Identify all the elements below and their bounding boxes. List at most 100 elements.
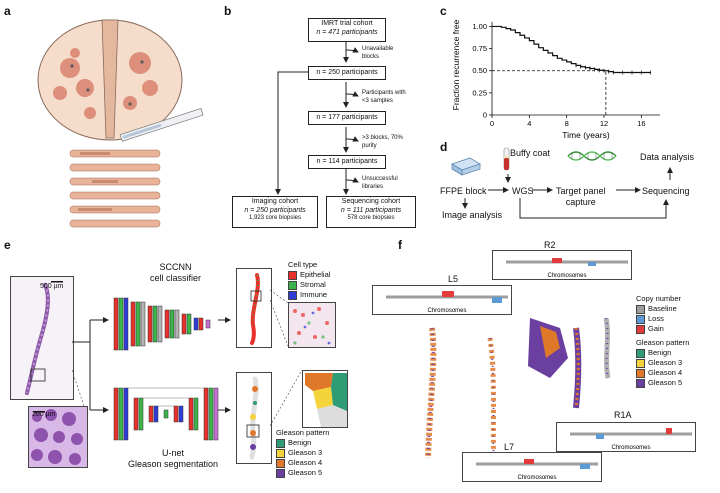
km-ytick-label: 1.00 [472,22,487,31]
cn-plot-r1a: Chromosomes [556,422,696,452]
sequencing-cohort-title: Sequencing cohort [341,198,401,205]
sccnn-architecture [113,297,211,351]
image-analysis-label: Image analysis [442,210,503,220]
legend-e-gleason5: Gleason 5 [276,468,329,478]
cell-type-legend: Cell type Epithelial Stromal Immune [288,260,330,300]
panel-label-a: a [4,4,11,18]
km-series-line [492,25,651,74]
exclusion-samples: Participants with<3 samples [362,90,406,104]
imaging-cohort-box: Imaging cohort n = 250 participants 1,92… [232,196,318,228]
region-r2-label: R2 [544,240,556,250]
gleason-legend-f-title: Gleason pattern [636,338,690,347]
zoomed-histology-image [28,406,88,468]
km-ytick-label: 0.50 [472,66,487,75]
legend-stromal: Stromal [288,280,330,290]
cn-l7-xlabel: Chromosomes [517,475,556,481]
cell-type-legend-title: Cell type [288,260,318,269]
scale-bar-200: 200 µm [32,411,56,418]
dna-helix-icon [567,151,617,161]
sccnn-zoom-lines [270,289,289,347]
km-xtick-label: 0 [490,119,494,128]
scale-bar-500: 500 µm [40,283,64,290]
imaging-cohort-biopsies: 1,923 core biopsies [248,215,302,222]
data-analysis-label: Data analysis [640,152,695,162]
legend-f-gleason3: Gleason 3 [636,358,689,368]
km-ylabel: Fraction recurrence free [451,19,461,110]
flow-box-250: n = 250 participants [308,66,386,80]
tumour-foci [53,48,158,119]
legend-f-gleason4: Gleason 4 [636,368,689,378]
flow-box-trial: IMRT trial cohort n = 471 participants [308,18,386,42]
gleason-legend-e: Gleason pattern Benign Gleason 3 Gleason… [276,428,329,478]
sequencing-cohort-biopsies: 578 core biopsies [347,215,395,222]
km-median-line [492,70,607,115]
km-xtick-label: 16 [637,119,645,128]
km-axes [489,22,660,118]
cohort-flow-arrows [275,38,359,195]
cn-plot-l7: Chromosomes [462,452,602,482]
biopsy-needle [119,107,204,142]
legend-f-gleason5: Gleason 5 [636,378,689,388]
core-l7 [487,337,497,469]
core-r2 [603,318,611,379]
region-r1a-label: R1A [614,410,632,420]
flow-box-trial-count: n = 471 participants [316,29,378,37]
wgs-label: WGS [512,186,534,196]
whole-biopsy-image [10,276,74,400]
spatial-cores-f [425,318,611,469]
panel-label-c: c [440,4,447,18]
prostate-illustration [37,19,204,228]
sccnn-zoom-image [288,302,336,348]
biopsy-cores [69,149,161,228]
ffpe-block-icon [451,157,481,176]
sccnn-output-core [236,268,272,348]
blood-tube-icon [503,147,510,171]
imaging-cohort-title: Imaging cohort [251,198,299,205]
flow-box-177: n = 177 participants [308,111,386,125]
unet-zoom-image [302,370,348,428]
flow-box-114: n = 114 participants [308,155,386,169]
cn-r2-xlabel: Chromosomes [547,273,586,279]
legend-baseline: Baseline [636,304,681,314]
legend-immune: Immune [288,290,330,300]
cn-plot-r2: Chromosomes [492,250,632,280]
legend-gain: Gain [636,324,681,334]
copy-number-legend: Copy number Baseline Loss Gain [636,294,681,334]
buffy-coat-label: Buffy coat [510,148,550,158]
km-ytick-label: 0 [483,111,487,120]
region-l7-label: L7 [504,442,515,452]
legend-e-gleason4: Gleason 4 [276,458,329,468]
legend-epithelial: Epithelial [288,270,330,280]
unet-architecture [113,387,219,441]
panel-label-d: d [440,140,448,154]
sequencing-cohort-box: Sequencing cohort n = 111 participants 5… [326,196,416,228]
panel-label-f: f [398,238,402,252]
km-xtick-label: 4 [527,119,531,128]
legend-e-benign: Benign [276,438,329,448]
km-ytick-label: 0.25 [472,88,487,97]
panel-label-b: b [224,4,232,18]
exclusion-purity: >3 blocks, 70%purity [362,135,403,149]
km-xtick-label: 12 [600,119,608,128]
legend-e-gleason3: Gleason 3 [276,448,329,458]
sequencing-label: Sequencing [642,186,690,196]
legend-f-benign: Benign [636,348,689,358]
cn-plot-l5: Chromosomes [372,285,512,315]
unet-zoom-lines [270,369,303,427]
imaging-cohort-count: n = 250 participants [244,207,306,215]
sequencing-cohort-count: n = 111 participants [340,207,402,215]
ffpe-label: FFPE block [440,186,487,196]
gleason-legend-f: Gleason pattern Benign Gleason 3 Gleason… [636,338,689,388]
flow-box-trial-title: IMRT trial cohort [321,20,373,27]
region-l5-label: L5 [448,274,459,284]
km-ytick-label: 0.75 [472,44,487,53]
gleason-legend-e-title: Gleason pattern [276,428,330,437]
km-xlabel: Time (years) [562,130,610,140]
